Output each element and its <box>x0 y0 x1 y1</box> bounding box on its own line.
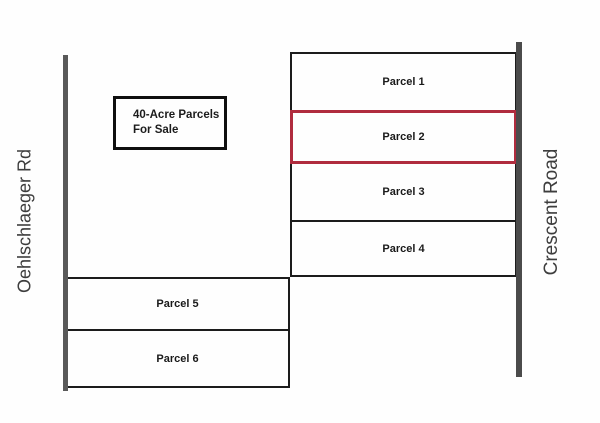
parcel-5: Parcel 5 <box>65 277 290 331</box>
legend-line-2: For Sale <box>133 124 179 136</box>
legend-box: 40-Acre Parcels For Sale <box>113 96 227 150</box>
parcel-3: Parcel 3 <box>290 164 517 222</box>
road-line-oehlschlaeger <box>63 55 68 391</box>
parcel-6: Parcel 6 <box>65 331 290 388</box>
parcel-1: Parcel 1 <box>290 52 517 110</box>
parcel-5-label: Parcel 5 <box>156 298 199 310</box>
road-label-crescent: Crescent Road <box>541 148 562 276</box>
road-line-crescent <box>516 42 522 377</box>
legend-line-1: 40-Acre Parcels <box>133 109 220 121</box>
parcel-2-highlighted: Parcel 2 <box>290 110 517 164</box>
parcel-6-label: Parcel 6 <box>156 352 199 365</box>
parcel-1-label: Parcel 1 <box>382 76 425 88</box>
parcel-2-label: Parcel 2 <box>382 131 425 143</box>
parcel-3-label: Parcel 3 <box>382 186 425 198</box>
road-label-oehlschlaeger: Oehlschlaeger Rd <box>14 148 35 294</box>
parcel-4-label: Parcel 4 <box>382 242 425 255</box>
parcel-4: Parcel 4 <box>290 222 517 277</box>
